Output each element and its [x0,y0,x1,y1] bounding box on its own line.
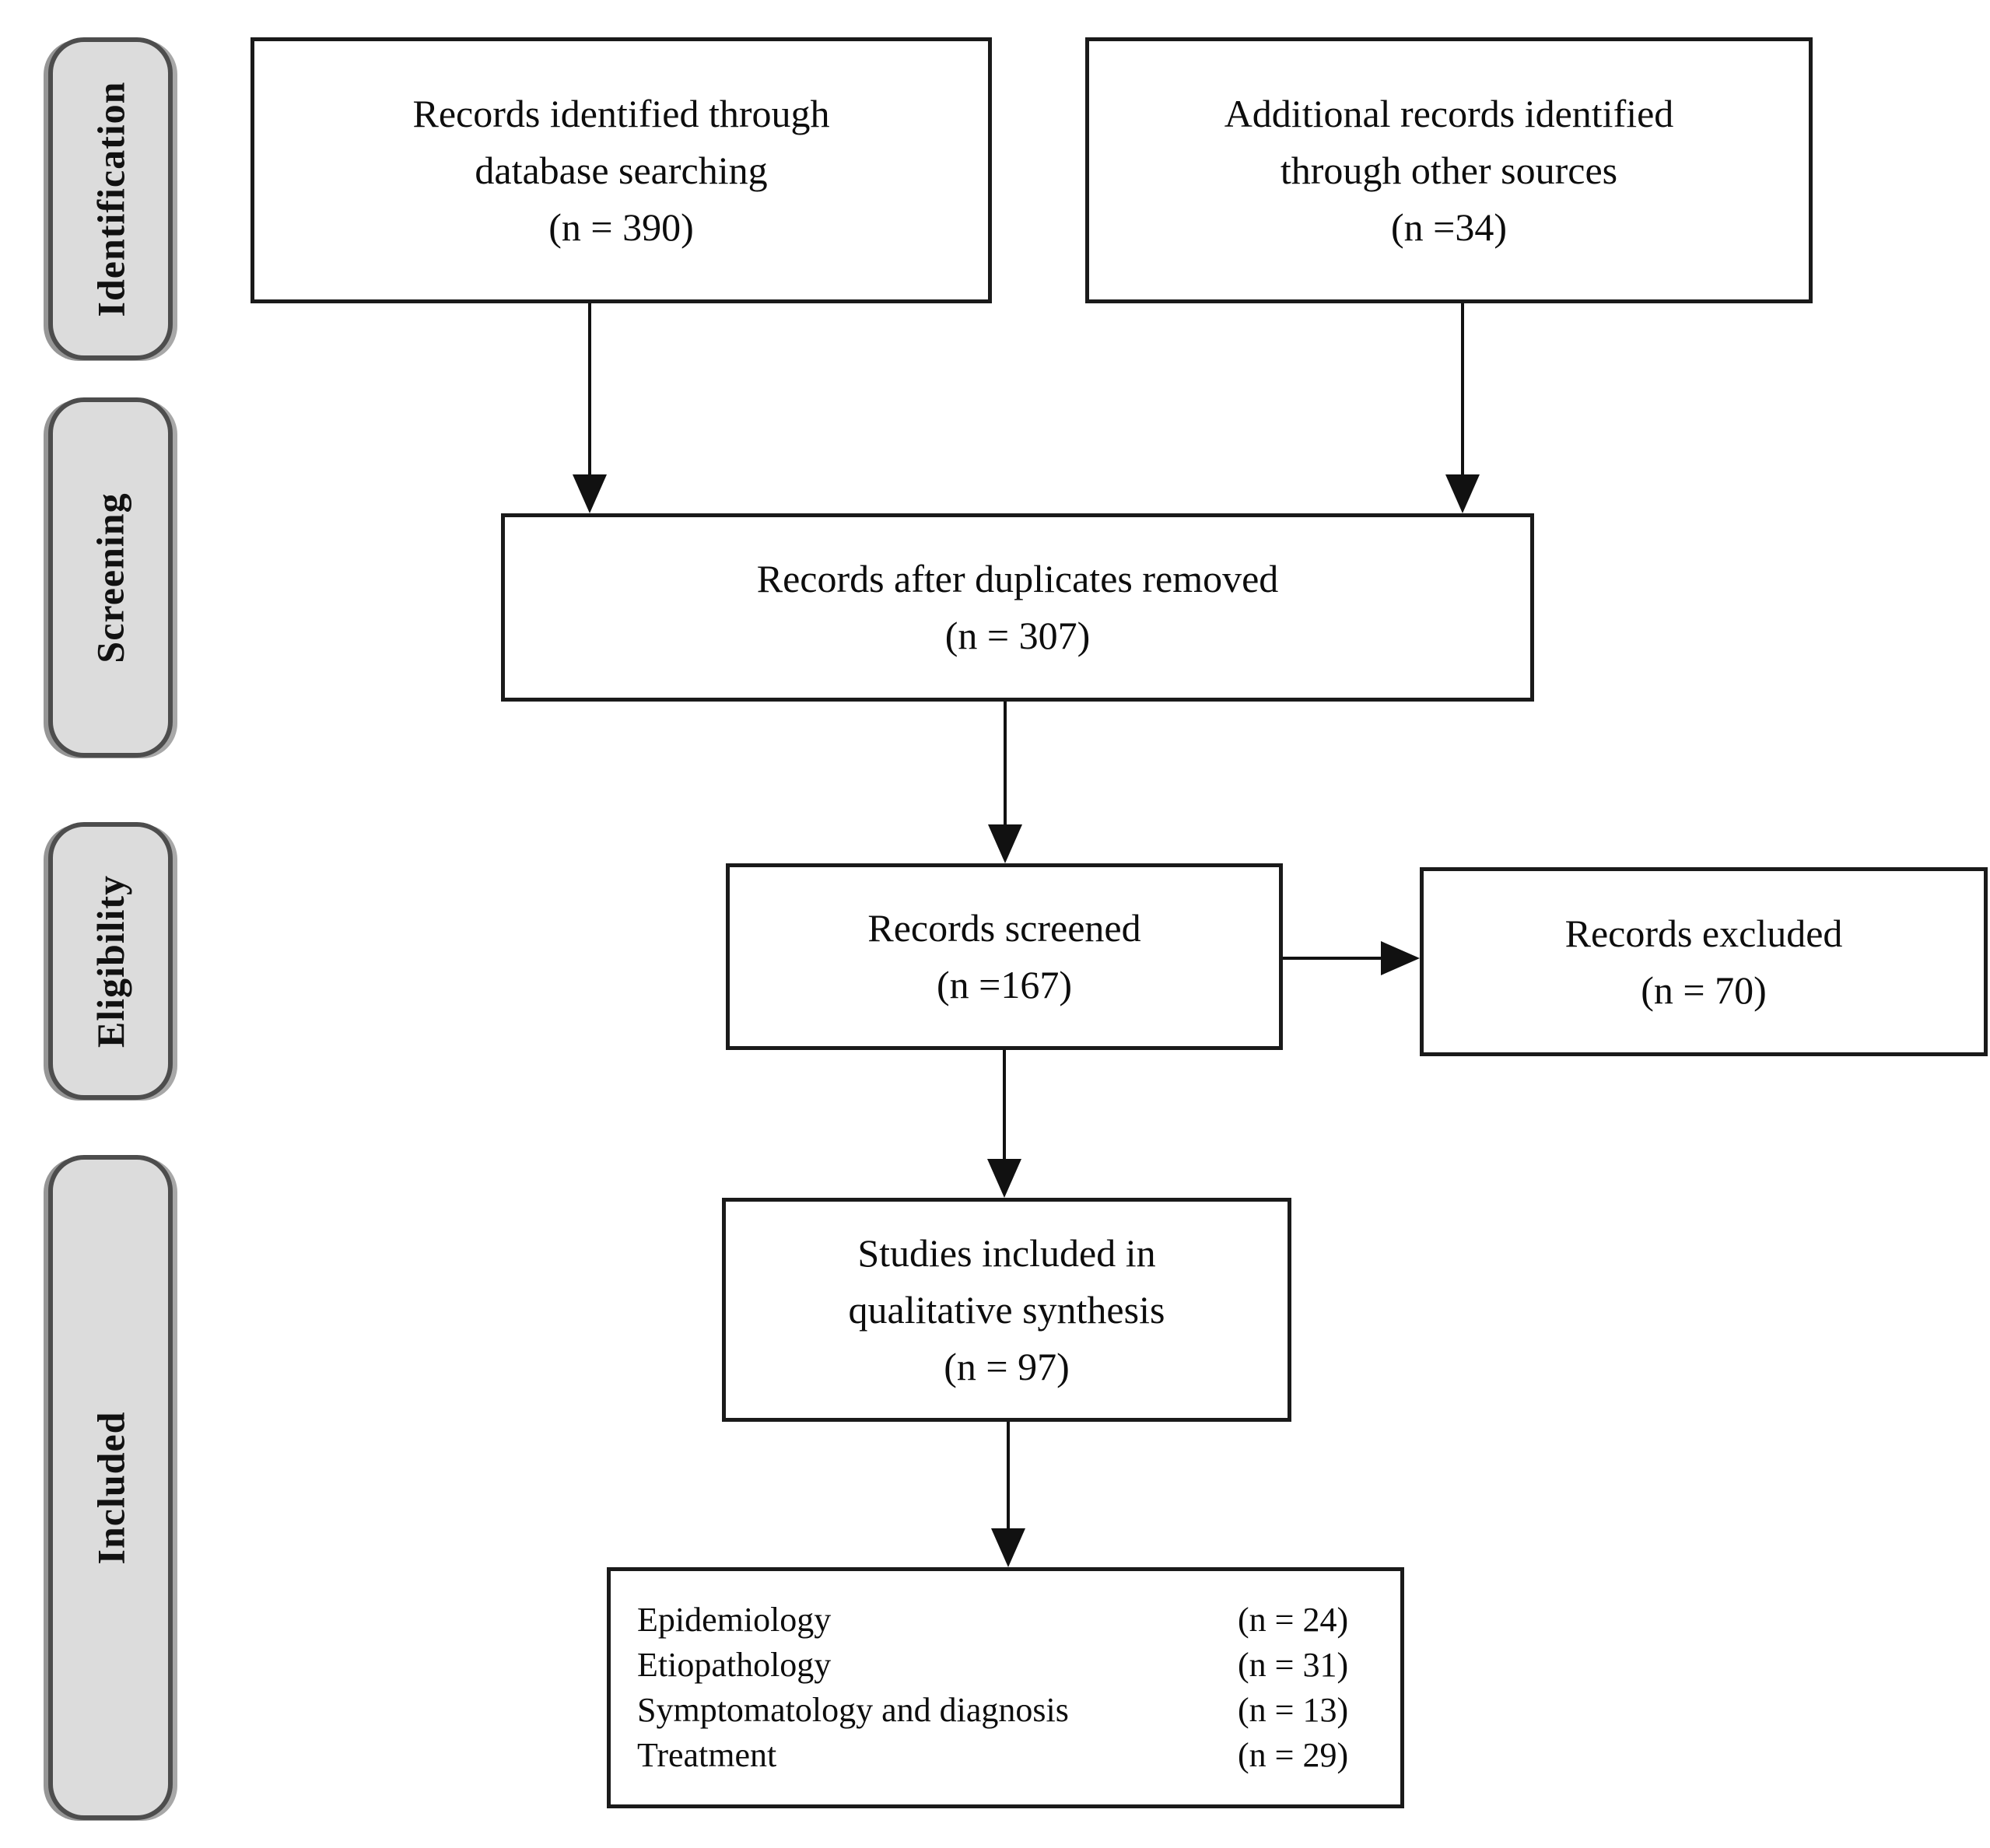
node-records-excluded: Records excluded (n = 70) [1420,867,1988,1056]
breakdown-row-label: Treatment [637,1736,777,1774]
arrow-down-icon [1445,474,1480,513]
breakdown-row-count: (n = 29) [1238,1736,1349,1774]
arrow-down-icon [987,1159,1021,1198]
stage-included-label: Included [89,1411,132,1564]
stage-eligibility: Eligibility [48,822,173,1100]
node-breakdown: Epidemiology (n = 24) Etiopathology (n =… [607,1567,1404,1808]
breakdown-row-count: (n = 24) [1238,1601,1349,1639]
arrow-shaft [1003,1050,1006,1159]
node-records-screened-count: (n =167) [937,963,1072,1006]
arrow-shaft [1283,957,1381,960]
breakdown-row-epidemiology: Epidemiology (n = 24) [637,1598,1374,1643]
arrow-shaft [1004,702,1007,824]
arrow-right-icon [1381,941,1420,975]
node-records-excluded-line1: Records excluded [1564,911,1843,955]
node-additional-records-line2: through other sources [1280,148,1618,192]
node-additional-records-line1: Additional records identified [1224,91,1674,135]
node-after-duplicates-count: (n = 307) [944,614,1091,657]
arrow-shaft [588,303,591,474]
node-qualitative-synthesis-line1: Studies included in [857,1230,1156,1275]
node-records-excluded-count: (n = 70) [1641,968,1767,1012]
stage-identification: Identification [48,37,173,360]
node-additional-records-count: (n =34) [1391,205,1507,249]
node-additional-records: Additional records identified through ot… [1085,37,1813,303]
node-records-identified-count: (n = 390) [548,205,694,249]
node-records-screened: Records screened (n =167) [726,863,1283,1050]
breakdown-row-label: Epidemiology [637,1601,832,1639]
node-qualitative-synthesis-count: (n = 97) [944,1344,1070,1388]
node-records-screened-line1: Records screened [867,906,1141,950]
node-qualitative-synthesis-line2: qualitative synthesis [848,1287,1165,1332]
breakdown-row-etiopathology: Etiopathology (n = 31) [637,1643,1374,1688]
breakdown-row-count: (n = 31) [1238,1646,1349,1684]
arrow-shaft [1007,1422,1010,1528]
stage-eligibility-label: Eligibility [89,874,133,1048]
breakdown-row-label: Symptomatology and diagnosis [637,1691,1069,1729]
node-after-duplicates-line1: Records after duplicates removed [756,557,1279,600]
node-records-identified-line1: Records identified through [412,91,830,135]
arrow-down-icon [988,824,1022,863]
breakdown-row-count: (n = 13) [1238,1691,1349,1729]
node-qualitative-synthesis: Studies included in qualitative synthesi… [722,1198,1291,1422]
arrow-shaft [1461,303,1464,474]
arrow-down-icon [573,474,607,513]
stage-screening-label: Screening [89,492,132,663]
arrow-down-icon [991,1528,1025,1567]
node-records-identified: Records identified through database sear… [251,37,992,303]
stage-included: Included [48,1155,173,1820]
breakdown-row-label: Etiopathology [637,1646,832,1684]
breakdown-row-treatment: Treatment (n = 29) [637,1733,1374,1778]
stage-identification-label: Identification [89,81,132,317]
stage-screening: Screening [48,397,173,758]
node-records-identified-line2: database searching [475,148,768,192]
node-after-duplicates: Records after duplicates removed (n = 30… [501,513,1534,702]
breakdown-row-symptomatology: Symptomatology and diagnosis (n = 13) [637,1688,1374,1733]
